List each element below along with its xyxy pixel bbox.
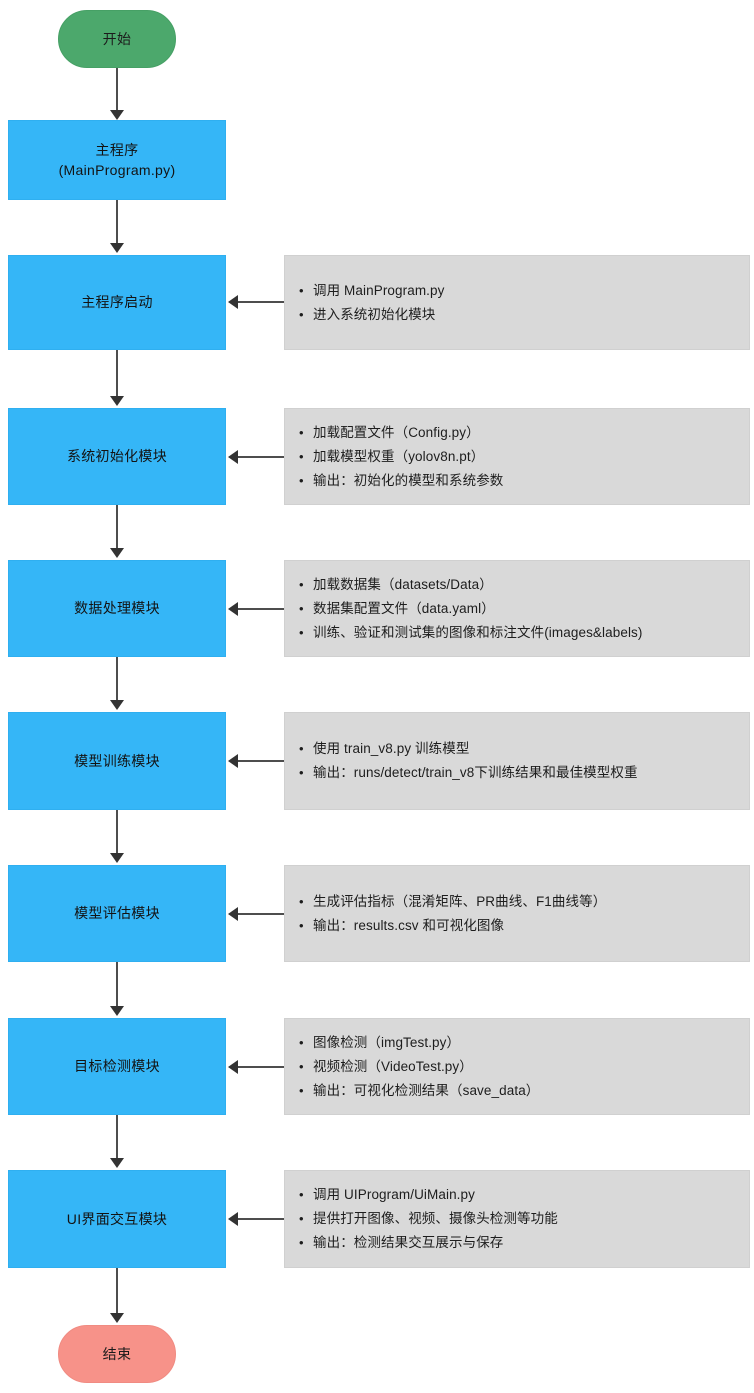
process-node-data-processing-label: 数据处理模块 [68,598,166,618]
process-node-ui-interaction-label: UI界面交互模块 [61,1209,173,1229]
connector-note6-to-step6 [238,913,284,915]
process-label-line1: 模型训练模块 [74,752,160,769]
process-node-system-init-label: 系统初始化模块 [61,446,173,466]
arrowhead-note7-to-step7 [228,1060,238,1074]
process-node-object-detection[interactable]: 目标检测模块 [8,1018,226,1115]
start-node[interactable]: 开始 [58,10,176,68]
connector-step6-to-step7 [116,962,118,1006]
process-node-model-evaluation-label: 模型评估模块 [68,903,166,923]
arrowhead-step7-to-step8 [110,1158,124,1168]
process-node-main-program-label: 主程序 (MainProgram.py) [53,140,182,181]
connector-note5-to-step5 [238,760,284,762]
arrowhead-step8-to-end [110,1313,124,1323]
connector-note4-to-step4 [238,608,284,610]
connector-note7-to-step7 [238,1066,284,1068]
note-item: 图像检测（imgTest.py） [299,1031,739,1055]
process-node-model-training-label: 模型训练模块 [68,751,166,771]
process-label-line2: (MainProgram.py) [58,162,176,178]
note-item: 生成评估指标（混淆矩阵、PR曲线、F1曲线等） [299,890,739,914]
process-node-main-program-start-label: 主程序启动 [75,292,159,312]
note-item: 输出：runs/detect/train_v8下训练结果和最佳模型权重 [299,761,739,785]
connector-step5-to-step6 [116,810,118,853]
connector-step2-to-step3 [116,350,118,398]
process-node-model-evaluation[interactable]: 模型评估模块 [8,865,226,962]
note-panel-main-program-start: 调用 MainProgram.py 进入系统初始化模块 [284,255,750,350]
end-node[interactable]: 结束 [58,1325,176,1383]
note-item: 调用 MainProgram.py [299,279,739,303]
process-label-line1: 数据处理模块 [74,600,160,617]
process-label-line1: 主程序 [95,141,139,158]
connector-step7-to-step8 [116,1115,118,1158]
process-node-object-detection-label: 目标检测模块 [68,1056,166,1076]
note-list: 使用 train_v8.py 训练模型 输出：runs/detect/train… [299,737,739,785]
arrowhead-step4-to-step5 [110,700,124,710]
arrowhead-note6-to-step6 [228,907,238,921]
connector-step8-to-end [116,1268,118,1315]
note-item: 视频检测（VideoTest.py） [299,1055,739,1079]
arrowhead-note3-to-step3 [228,450,238,464]
process-label-line1: 目标检测模块 [74,1058,160,1075]
connector-step1-to-step2 [116,200,118,245]
process-node-model-training[interactable]: 模型训练模块 [8,712,226,810]
start-node-label: 开始 [102,31,132,47]
arrowhead-step2-to-step3 [110,396,124,406]
process-label-line1: UI界面交互模块 [66,1210,168,1227]
note-item: 加载配置文件（Config.py） [299,421,739,445]
note-item: 提供打开图像、视频、摄像头检测等功能 [299,1207,739,1231]
arrowhead-start-to-step1 [110,110,124,120]
process-label-line1: 系统初始化模块 [66,448,168,465]
note-item: 加载模型权重（yolov8n.pt） [299,445,739,469]
connector-note3-to-step3 [238,456,284,458]
note-list: 加载数据集（datasets/Data） 数据集配置文件（data.yaml） … [299,573,739,645]
process-node-ui-interaction[interactable]: UI界面交互模块 [8,1170,226,1268]
note-item: 加载数据集（datasets/Data） [299,573,739,597]
note-panel-object-detection: 图像检测（imgTest.py） 视频检测（VideoTest.py） 输出：可… [284,1018,750,1115]
end-node-label: 结束 [102,1346,132,1362]
note-list: 生成评估指标（混淆矩阵、PR曲线、F1曲线等） 输出：results.csv 和… [299,890,739,938]
arrowhead-step5-to-step6 [110,853,124,863]
arrowhead-note8-to-step8 [228,1212,238,1226]
note-item: 进入系统初始化模块 [299,303,739,327]
note-item: 训练、验证和测试集的图像和标注文件(images&labels) [299,621,739,645]
note-list: 调用 UIProgram/UiMain.py 提供打开图像、视频、摄像头检测等功… [299,1183,739,1255]
process-node-system-init[interactable]: 系统初始化模块 [8,408,226,505]
note-list: 加载配置文件（Config.py） 加载模型权重（yolov8n.pt） 输出：… [299,421,739,493]
process-label-line1: 主程序启动 [81,294,153,311]
note-panel-ui-interaction: 调用 UIProgram/UiMain.py 提供打开图像、视频、摄像头检测等功… [284,1170,750,1268]
note-list: 调用 MainProgram.py 进入系统初始化模块 [299,279,739,327]
arrowhead-note5-to-step5 [228,754,238,768]
note-item: 输出：初始化的模型和系统参数 [299,469,739,493]
connector-step4-to-step5 [116,657,118,702]
note-panel-data-processing: 加载数据集（datasets/Data） 数据集配置文件（data.yaml） … [284,560,750,657]
note-item: 输出：results.csv 和可视化图像 [299,914,739,938]
arrowhead-note4-to-step4 [228,602,238,616]
connector-step3-to-step4 [116,505,118,550]
note-panel-system-init: 加载配置文件（Config.py） 加载模型权重（yolov8n.pt） 输出：… [284,408,750,505]
arrowhead-note2-to-step2 [228,295,238,309]
note-list: 图像检测（imgTest.py） 视频检测（VideoTest.py） 输出：可… [299,1031,739,1103]
process-label-line1: 模型评估模块 [74,905,160,922]
note-panel-model-evaluation: 生成评估指标（混淆矩阵、PR曲线、F1曲线等） 输出：results.csv 和… [284,865,750,962]
process-node-main-program-start[interactable]: 主程序启动 [8,255,226,350]
note-item: 输出：可视化检测结果（save_data） [299,1079,739,1103]
process-node-main-program[interactable]: 主程序 (MainProgram.py) [8,120,226,200]
process-node-data-processing[interactable]: 数据处理模块 [8,560,226,657]
note-item: 数据集配置文件（data.yaml） [299,597,739,621]
note-item: 调用 UIProgram/UiMain.py [299,1183,739,1207]
connector-note2-to-step2 [238,301,284,303]
arrowhead-step1-to-step2 [110,243,124,253]
arrowhead-step3-to-step4 [110,548,124,558]
arrowhead-step6-to-step7 [110,1006,124,1016]
connector-start-to-step1 [116,68,118,112]
note-panel-model-training: 使用 train_v8.py 训练模型 输出：runs/detect/train… [284,712,750,810]
note-item: 输出：检测结果交互展示与保存 [299,1231,739,1255]
note-item: 使用 train_v8.py 训练模型 [299,737,739,761]
connector-note8-to-step8 [238,1218,284,1220]
